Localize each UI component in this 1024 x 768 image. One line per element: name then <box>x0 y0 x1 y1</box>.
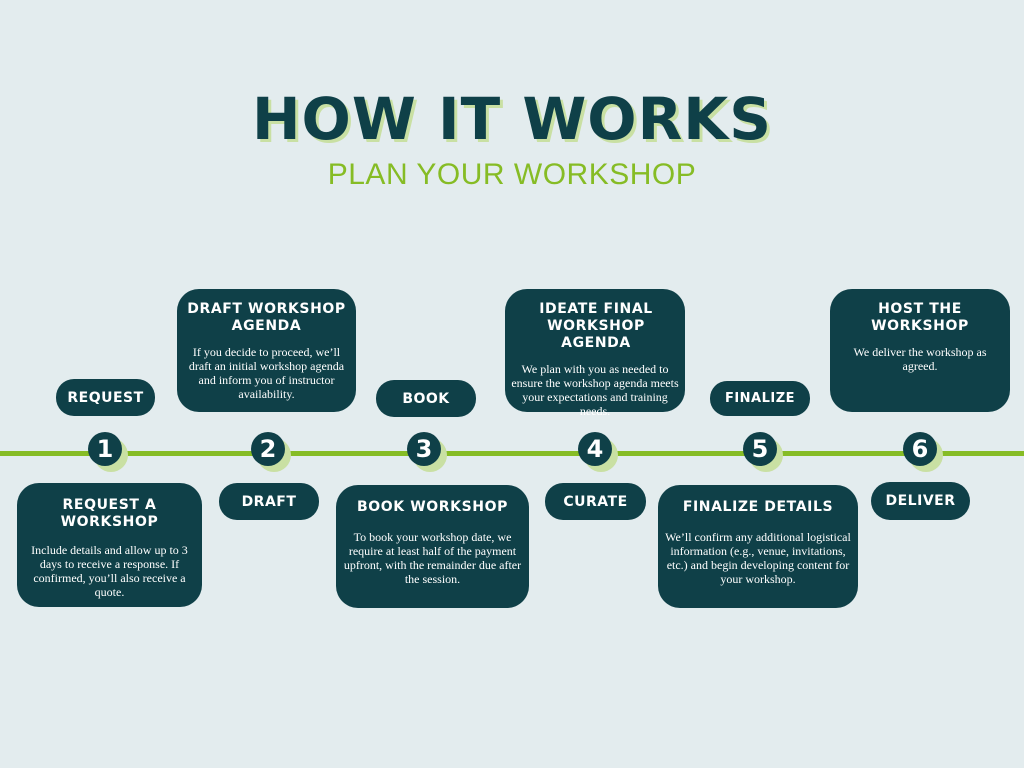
step-number: 1 <box>88 432 122 466</box>
step-6-marker: 6 <box>903 432 943 472</box>
card-title: REQUEST A WORKSHOP <box>60 497 159 530</box>
step-5-marker: 5 <box>743 432 783 472</box>
step-6-label: DELIVER <box>871 482 970 520</box>
step-3-card: BOOK WORKSHOP To book your workshop date… <box>336 485 529 608</box>
card-description: Include details and allow up to 3 days t… <box>31 543 188 599</box>
step-3-marker: 3 <box>407 432 447 472</box>
step-number: 3 <box>407 432 441 466</box>
card-description: We’ll confirm any additional logistical … <box>665 530 851 586</box>
timeline-line <box>0 451 1024 456</box>
step-3-label: BOOK <box>376 380 476 417</box>
step-6-card: HOST THE WORKSHOP We deliver the worksho… <box>830 289 1010 412</box>
step-number: 2 <box>251 432 285 466</box>
card-title: IDEATE FINAL WORKSHOP AGENDA <box>539 301 653 351</box>
page-subtitle: PLAN YOUR WORKSHOP <box>327 158 697 191</box>
card-description: If you decide to proceed, we’ll draft an… <box>188 345 345 401</box>
card-description: To book your workshop date, we require a… <box>343 530 522 586</box>
step-2-label: DRAFT <box>219 483 319 520</box>
step-2-card: DRAFT WORKSHOP AGENDA If you decide to p… <box>177 289 356 412</box>
step-1-card: REQUEST A WORKSHOP Include details and a… <box>17 483 202 607</box>
page-title: HOW IT WORKS <box>251 85 772 153</box>
card-title: BOOK WORKSHOP <box>357 499 508 515</box>
card-description: We plan with you as needed to ensure the… <box>511 362 679 418</box>
step-5-label: FINALIZE <box>710 381 810 416</box>
step-4-marker: 4 <box>578 432 618 472</box>
step-number: 5 <box>743 432 777 466</box>
step-number: 6 <box>903 432 937 466</box>
step-4-label: CURATE <box>545 483 646 520</box>
step-1-marker: 1 <box>88 432 128 472</box>
card-title: FINALIZE DETAILS <box>682 499 834 515</box>
step-4-card: IDEATE FINAL WORKSHOP AGENDA We plan wit… <box>505 289 685 418</box>
card-description: We deliver the workshop as agreed. <box>853 345 987 373</box>
step-5-card: FINALIZE DETAILS We’ll confirm any addit… <box>658 485 858 608</box>
step-1-label: REQUEST <box>56 379 155 416</box>
card-title: DRAFT WORKSHOP AGENDA <box>187 301 346 334</box>
step-number: 4 <box>578 432 612 466</box>
card-title: HOST THE WORKSHOP <box>871 301 969 334</box>
step-2-marker: 2 <box>251 432 291 472</box>
